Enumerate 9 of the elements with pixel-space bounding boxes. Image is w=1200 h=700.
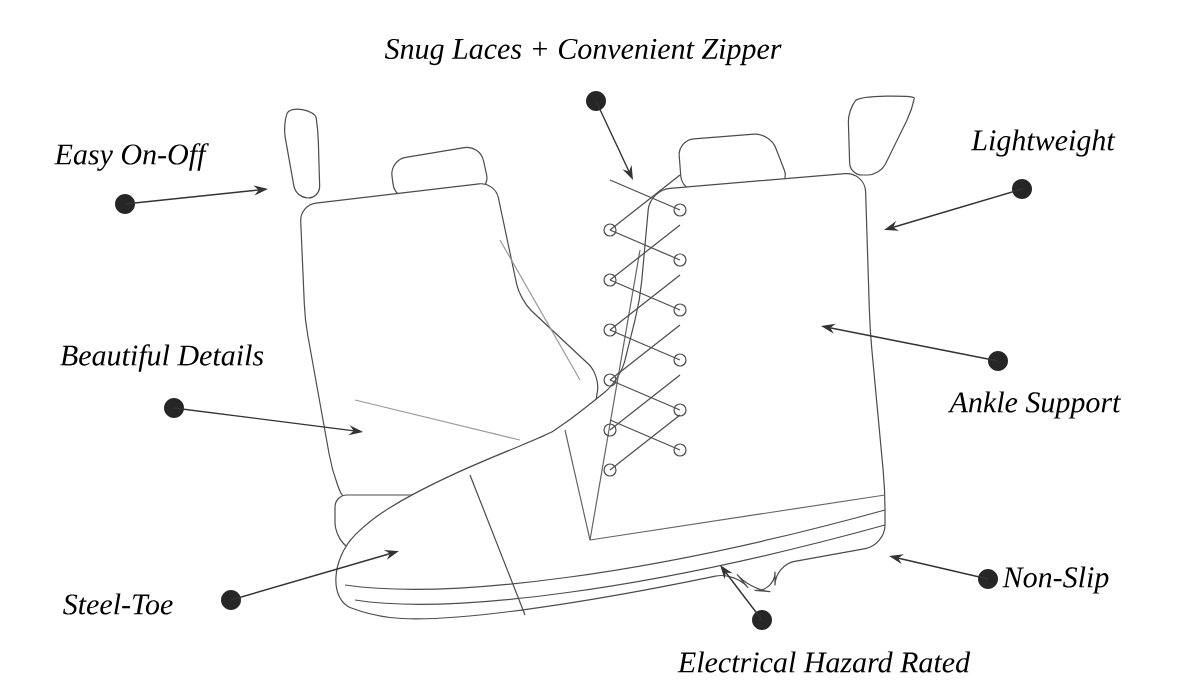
callout-text: Steel-Toe [63, 593, 173, 615]
callout-text: Beautiful Details [60, 344, 264, 372]
callout-text: Electrical Hazard Rated [677, 651, 971, 673]
callout-text: Lightweight [971, 129, 1116, 157]
callout-text: Easy On-Off [54, 143, 209, 171]
leader-line [720, 565, 772, 630]
callout-text: Non-Slip [1002, 566, 1109, 594]
callout-text: Ankle Support [947, 391, 1121, 419]
callout-text: Snug Laces + Convenient Zipper [384, 38, 782, 66]
